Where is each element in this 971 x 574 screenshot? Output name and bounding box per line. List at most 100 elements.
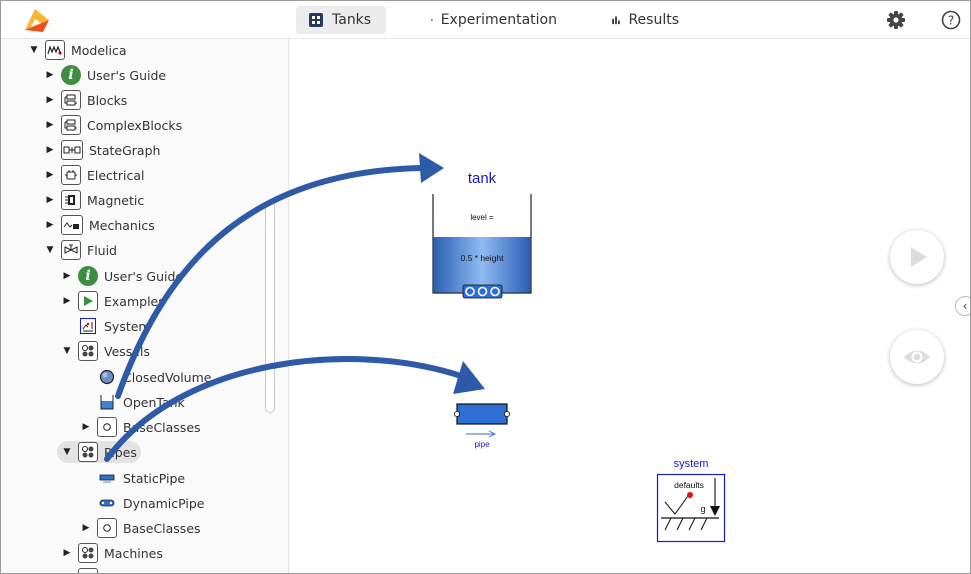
caret-down-icon[interactable]: ▼ [63, 346, 71, 356]
caret-down-icon[interactable]: ▼ [30, 45, 38, 55]
tree-item-label: Mechanics [89, 217, 155, 233]
svg-text:?: ? [948, 14, 954, 28]
caret-right-icon[interactable]: ▶ [63, 548, 71, 558]
tree-item-fluid-users-guide[interactable]: ▶ i User's Guide [62, 265, 183, 287]
tab-results[interactable]: Results [599, 6, 691, 34]
gear-icon[interactable] [886, 10, 906, 30]
tree-item-complex-blocks[interactable]: ▶ ComplexBlocks [45, 114, 182, 136]
tree-item-state-graph[interactable]: ▶ StateGraph [45, 139, 160, 161]
system-component[interactable]: system defaults g [653, 454, 729, 546]
pipe-name-label: pipe [474, 440, 490, 449]
tree-item-label: Examples [104, 293, 165, 309]
collapse-panel-button[interactable]: ‹ [955, 296, 970, 316]
tree-item-blocks[interactable]: ▶ Blocks [45, 89, 127, 111]
tab-label: Experimentation [440, 12, 557, 28]
tree-item-label: Electrical [87, 167, 145, 183]
tree-item-label: User's Guide [87, 67, 167, 83]
top-bar: Tanks Experimentation Results [1, 1, 970, 39]
static-pipe-icon [99, 470, 115, 486]
modelica-icon [45, 40, 65, 60]
complex-blocks-icon [61, 115, 81, 135]
tree-item-label: ComplexBlocks [87, 117, 183, 133]
blocks-icon [61, 90, 81, 110]
tank-value-label: 0.5 * height [460, 253, 504, 263]
simulate-button[interactable] [890, 230, 944, 284]
tank-name-label: tank [468, 170, 497, 187]
eye-icon [904, 350, 930, 364]
electrical-icon [61, 165, 81, 185]
tab-label: Tanks [332, 12, 372, 28]
tree-item-label: Blocks [87, 92, 128, 108]
caret-right-icon[interactable]: ▶ [46, 120, 54, 130]
view-results-button[interactable] [890, 330, 944, 384]
caret-right-icon[interactable]: ▶ [82, 422, 90, 432]
tree-item-dynamic-pipe[interactable]: ▶ DynamicPipe [81, 492, 205, 514]
tree-item-users-guide[interactable]: ▶ i User's Guide [45, 64, 166, 86]
tree-item-label: StateGraph [89, 142, 161, 158]
tree-item-label: System [104, 318, 151, 334]
tree-item-open-tank[interactable]: ▶ OpenTank [81, 391, 185, 413]
tree-item-examples[interactable]: ▶ Examples [62, 290, 165, 312]
tree-item-mechanics[interactable]: ▶ Mechanics [45, 214, 155, 236]
tree-item-label: User's Guide [104, 268, 184, 284]
tree-item-closed-volume[interactable]: ▶ ClosedVolume [81, 366, 211, 388]
tree-item-label: Fluid [87, 242, 117, 258]
closed-volume-icon [99, 369, 115, 385]
magnetic-icon [61, 190, 81, 210]
caret-right-icon[interactable]: ▶ [63, 271, 71, 281]
clapperboard-icon [431, 19, 433, 21]
tree-item-vessels[interactable]: ▼ Vessels [62, 340, 150, 362]
tree-item-system[interactable]: ▶ System [62, 315, 151, 337]
open-tank-icon [99, 394, 115, 410]
tree-item-label: DynamicPipe [123, 495, 205, 511]
help-icon[interactable]: ? [941, 10, 961, 30]
tank-component[interactable]: tank level = 0.5 * height [427, 165, 537, 305]
base-classes-icon [97, 518, 117, 538]
chevron-left-icon: ‹ [962, 299, 968, 313]
tree-item-label: BaseClasses [123, 419, 201, 435]
caret-right-icon[interactable]: ▶ [63, 296, 71, 306]
tab-experimentation[interactable]: Experimentation [419, 6, 569, 34]
tree-item-electrical[interactable]: ▶ Electrical [45, 164, 144, 186]
tree-item-vessels-base-classes[interactable]: ▶ BaseClasses [81, 416, 201, 438]
tree-item-partial[interactable]: ▶ [62, 567, 104, 573]
sidebar-scrollbar[interactable] [265, 201, 275, 413]
caret-down-icon[interactable]: ▼ [63, 447, 71, 457]
tab-label: Results [628, 12, 679, 28]
caret-right-icon[interactable]: ▶ [46, 220, 54, 230]
caret-right-icon[interactable]: ▶ [46, 170, 54, 180]
dynamic-pipe-icon [99, 495, 115, 511]
tree-item-modelica[interactable]: ▼ Modelica [29, 39, 127, 61]
app-logo-icon[interactable] [23, 6, 51, 34]
package-dots-icon [78, 442, 98, 462]
caret-right-icon[interactable]: ▶ [46, 95, 54, 105]
package-dots-icon [78, 568, 98, 573]
tree-item-magnetic[interactable]: ▶ Magnetic [45, 189, 144, 211]
caret-right-icon[interactable]: ▶ [46, 195, 54, 205]
system-defaults-label: defaults [674, 480, 704, 490]
bar-chart-icon [612, 16, 620, 25]
caret-right-icon[interactable]: ▶ [82, 523, 90, 533]
caret-down-icon[interactable]: ▼ [46, 245, 54, 255]
tree-item-label: StaticPipe [123, 470, 186, 486]
tree-item-label: Pipes [104, 444, 137, 460]
tree-item-pipes[interactable]: ▼ Pipes [62, 441, 137, 463]
tab-tanks[interactable]: Tanks [296, 6, 386, 34]
tree-item-fluid[interactable]: ▼ Fluid [45, 239, 117, 261]
tree-item-machines[interactable]: ▶ Machines [62, 542, 163, 564]
caret-right-icon[interactable]: ▶ [46, 145, 54, 155]
info-icon: i [78, 266, 98, 286]
diagram-canvas[interactable]: tank level = 0.5 * height pipe system de… [289, 39, 970, 573]
tank-level-label: level = [470, 213, 494, 222]
tree-item-pipes-base-classes[interactable]: ▶ BaseClasses [81, 517, 201, 539]
mechanics-icon [61, 215, 83, 235]
play-icon [911, 247, 927, 267]
pipe-component[interactable]: pipe [453, 399, 513, 455]
package-dots-icon [78, 543, 98, 563]
package-dots-icon [78, 341, 98, 361]
caret-right-icon[interactable]: ▶ [46, 70, 54, 80]
tree-item-label: Magnetic [87, 192, 145, 208]
fluid-valve-icon [61, 240, 81, 260]
tree-item-static-pipe[interactable]: ▶ StaticPipe [81, 467, 185, 489]
